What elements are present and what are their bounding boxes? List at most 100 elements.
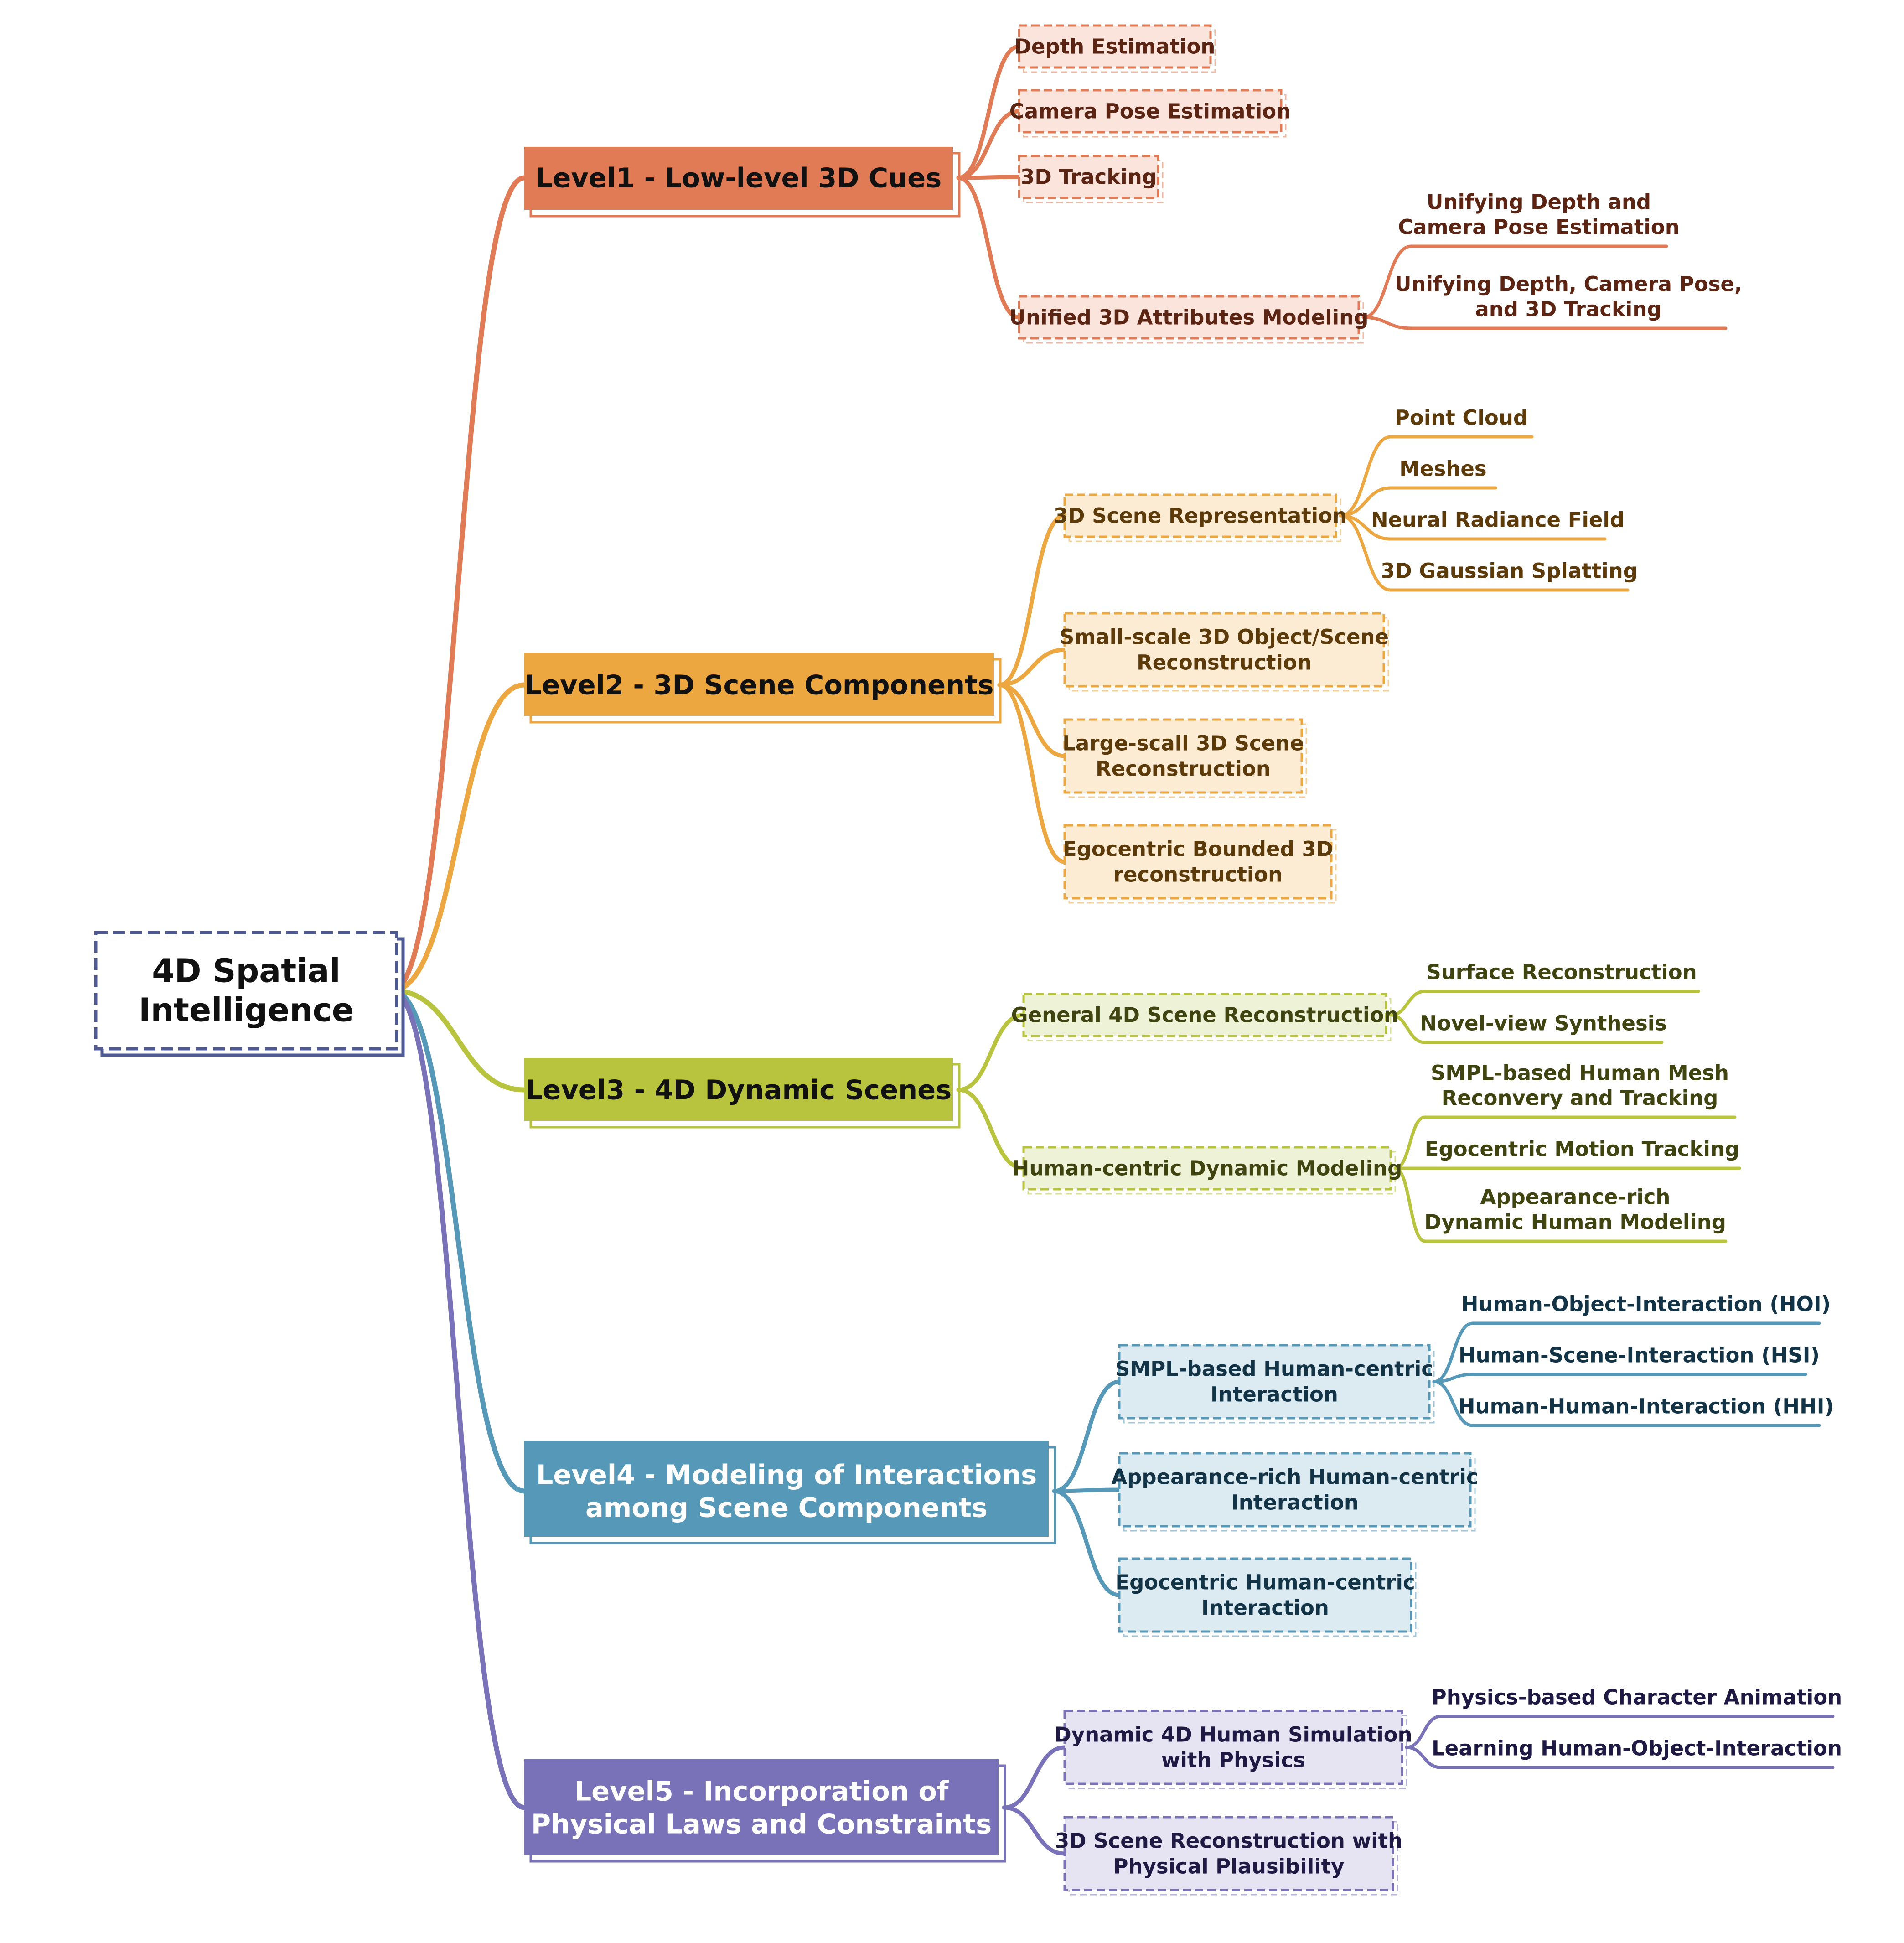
- branch-node[interactable]: General 4D Scene Reconstruction: [1011, 993, 1399, 1041]
- branch-label: 3D Scene Reconstruction with: [1055, 1829, 1402, 1853]
- leaf-node[interactable]: Novel-view Synthesis: [1420, 1011, 1667, 1036]
- leaf-node[interactable]: Learning Human-Object-Interaction: [1432, 1736, 1842, 1761]
- root-to-l2-connector: [389, 682, 527, 993]
- level-title: Level5 - Incorporation of: [574, 1776, 949, 1807]
- leaf-connector: [1405, 1715, 1443, 1749]
- leaf-label: Reconvery and Tracking: [1442, 1086, 1718, 1110]
- branch-label: SMPL-based Human-centric: [1115, 1357, 1433, 1381]
- level-node-box: [524, 1058, 953, 1121]
- branch-connector: [1052, 1379, 1122, 1493]
- leaf-label: Dynamic Human Modeling: [1424, 1210, 1726, 1234]
- leaf-node[interactable]: Human-Scene-Interaction (HSI): [1459, 1343, 1820, 1368]
- branch-node[interactable]: Unified 3D Attributes Modeling: [1009, 295, 1369, 344]
- leaf-node[interactable]: Human-Object-Interaction (HOI): [1461, 1292, 1831, 1316]
- branch-node-box: [1063, 1816, 1394, 1891]
- leaf-connector: [1393, 1115, 1427, 1170]
- leaf-node[interactable]: 3D Gaussian Splatting: [1381, 559, 1638, 583]
- branch-label: Physical Plausibility: [1113, 1855, 1344, 1879]
- leaf-label: Human-Object-Interaction (HOI): [1461, 1292, 1831, 1316]
- branch-label: Reconstruction: [1137, 651, 1312, 675]
- branch-connector: [956, 44, 1021, 180]
- branch-node-box: [1063, 493, 1337, 538]
- level-title: Level2 - 3D Scene Components: [525, 669, 994, 701]
- leaf-node[interactable]: Physics-based Character Animation: [1432, 1685, 1842, 1710]
- leaf-label: Unifying Depth, Camera Pose,: [1395, 272, 1742, 296]
- branch-connector: [956, 109, 1021, 180]
- branch-connector: [1002, 1805, 1067, 1856]
- branch-label: Egocentric Human-centric: [1115, 1570, 1415, 1595]
- leaf-label: Neural Radiance Field: [1371, 508, 1625, 532]
- branch-connector: [956, 1013, 1026, 1092]
- branch-label: Small-scale 3D Object/Scene: [1060, 625, 1389, 649]
- leaf-connector: [1389, 990, 1427, 1017]
- branch-label: Interaction: [1211, 1383, 1338, 1407]
- branch-connector: [956, 1088, 1026, 1171]
- branch-node[interactable]: Small-scale 3D Object/SceneReconstructio…: [1060, 612, 1389, 692]
- branch-node-box: [1022, 993, 1387, 1037]
- leaf-connector: [1432, 1321, 1475, 1383]
- level-title: Physical Laws and Constraints: [531, 1808, 992, 1840]
- level-node-box: [524, 1441, 1049, 1537]
- leaf-node[interactable]: Surface Reconstruction: [1426, 960, 1697, 984]
- branch-node[interactable]: Depth Estimation: [1014, 24, 1216, 73]
- branch-node[interactable]: Camera Pose Estimation: [1009, 89, 1291, 138]
- leaf-label: 3D Gaussian Splatting: [1381, 559, 1638, 583]
- leaf-connector: [1339, 486, 1392, 518]
- leaf-node[interactable]: Unifying Depth, Camera Pose,and 3D Track…: [1395, 272, 1742, 321]
- leaf-node[interactable]: Point Cloud: [1395, 406, 1528, 430]
- branch-connector: [1002, 1745, 1067, 1810]
- level-node-l1[interactable]: Level1 - Low-level 3D Cues: [524, 147, 961, 218]
- branch-label: reconstruction: [1113, 863, 1283, 887]
- branch-node[interactable]: Human-centric Dynamic Modeling: [1012, 1146, 1402, 1195]
- branch-connector: [997, 683, 1067, 864]
- branch-node[interactable]: 3D Tracking: [1018, 155, 1164, 203]
- leaf-label: Appearance-rich: [1480, 1185, 1671, 1209]
- root-to-l4-connector: [389, 988, 527, 1494]
- branch-node-box: [1063, 612, 1385, 688]
- level-node-l2[interactable]: Level2 - 3D Scene Components: [524, 653, 1002, 724]
- leaf-connector: [1432, 1380, 1475, 1427]
- leaf-node[interactable]: Neural Radiance Field: [1371, 508, 1625, 532]
- leaf-connector: [1389, 1013, 1427, 1044]
- leaf-label: Human-Scene-Interaction (HSI): [1459, 1343, 1820, 1368]
- level-node-box: [524, 1759, 999, 1855]
- branch-node-box: [1018, 89, 1283, 134]
- branch-label: Appearance-rich Human-centric: [1111, 1465, 1478, 1489]
- leaf-node[interactable]: Meshes: [1399, 457, 1486, 481]
- root-node-box: [94, 931, 398, 1051]
- level-node-l3[interactable]: Level3 - 4D Dynamic Scenes: [524, 1058, 961, 1129]
- branch-connector: [956, 176, 1021, 320]
- leaf-label: Camera Pose Estimation: [1398, 215, 1680, 239]
- branch-connector: [1052, 1489, 1122, 1597]
- leaf-connector: [1393, 1166, 1427, 1243]
- leaf-node[interactable]: Egocentric Motion Tracking: [1425, 1137, 1739, 1161]
- branch-node[interactable]: 3D Scene Representation: [1054, 493, 1347, 542]
- branch-label: Depth Estimation: [1014, 35, 1216, 59]
- branch-node-box: [1018, 24, 1212, 69]
- leaf-connector: [1339, 435, 1392, 518]
- branch-label: Unified 3D Attributes Modeling: [1009, 306, 1369, 330]
- level-title: Level4 - Modeling of Interactions: [536, 1459, 1037, 1491]
- leaf-connector: [1405, 1746, 1443, 1769]
- branch-connector: [1052, 1487, 1122, 1493]
- branch-label: Human-centric Dynamic Modeling: [1012, 1156, 1402, 1181]
- leaf-node[interactable]: Human-Human-Interaction (HHI): [1458, 1394, 1834, 1419]
- level-node-box: [524, 653, 994, 716]
- leaf-label: Egocentric Motion Tracking: [1425, 1137, 1739, 1161]
- level-title: Level1 - Low-level 3D Cues: [536, 162, 942, 194]
